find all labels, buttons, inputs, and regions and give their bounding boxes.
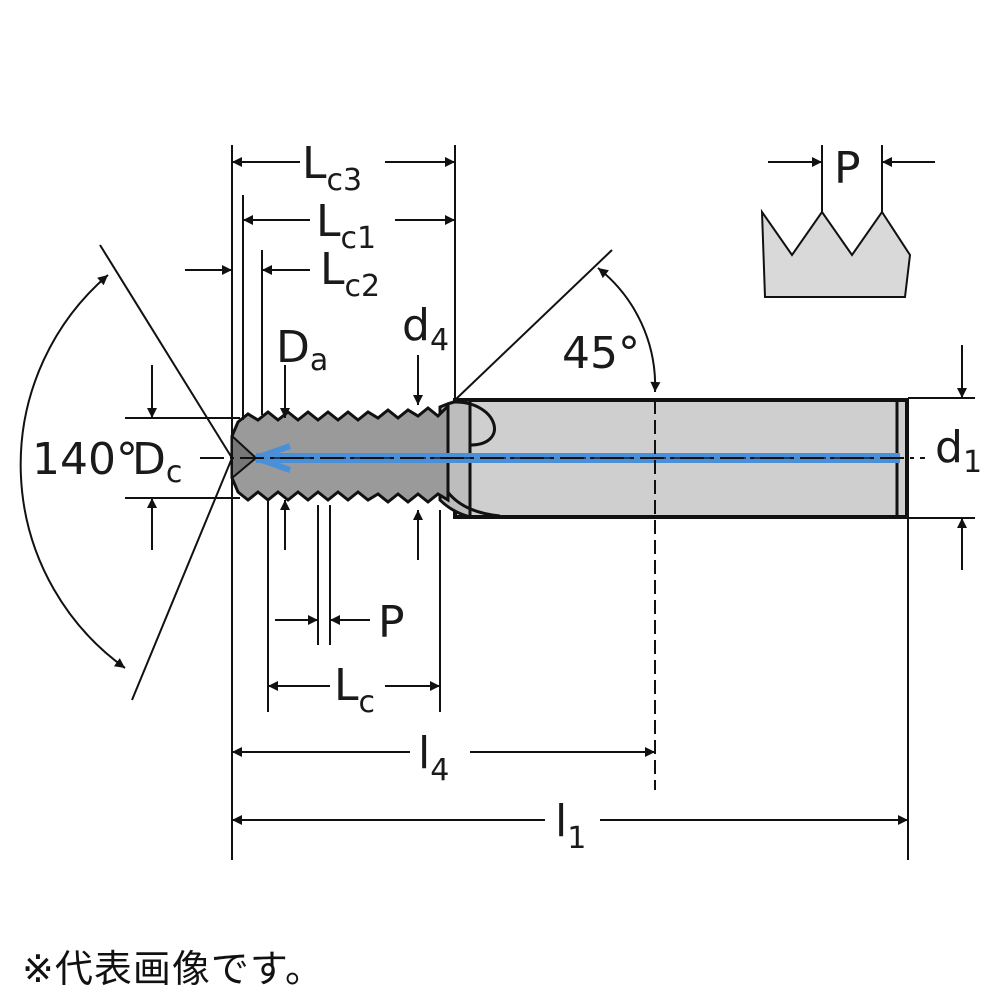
- dc-label: Dc: [132, 434, 182, 490]
- angle-140-label: 140°: [32, 434, 138, 485]
- pitch-label: P: [378, 597, 405, 648]
- pitch-label-inset: P: [834, 143, 861, 194]
- angle-45-label: 45°: [562, 328, 640, 379]
- lc3-label: Lc3: [302, 138, 362, 198]
- lc2-label: Lc2: [320, 244, 380, 304]
- lc1-label: Lc1: [316, 196, 376, 256]
- representative-image-note: ※代表画像です。: [22, 947, 325, 991]
- d1-label: d1: [935, 422, 982, 480]
- thread-detail-inset: [760, 145, 935, 298]
- lc-label: Lc: [334, 660, 375, 720]
- da-label: Da: [276, 322, 328, 378]
- dimension-lines: [19, 157, 967, 825]
- l4-label: l4: [418, 728, 449, 788]
- d4-label: d4: [402, 300, 449, 358]
- l1-label: l1: [555, 796, 586, 856]
